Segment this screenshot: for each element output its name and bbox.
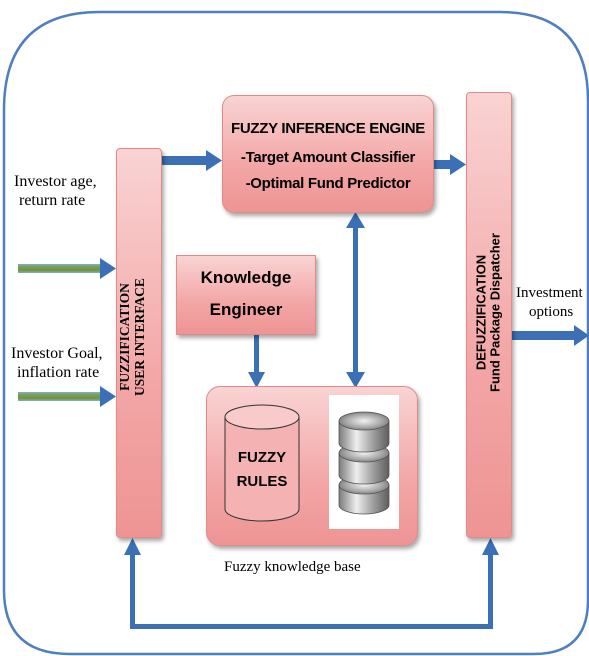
defuzzification-label-1: DEFUZZIFICATION (473, 254, 489, 371)
defuzzification-label-2: Fund Package Dispatcher (487, 233, 503, 392)
arrow-engine-kb-bidirectional (346, 212, 365, 388)
input-label-goal-2: inflation rate (17, 364, 100, 381)
arrow-ui-to-engine (160, 150, 222, 171)
knowledge-base-graphics (224, 395, 399, 529)
engine-item-predictor: -Optimal Fund Predictor (245, 175, 411, 192)
fuzzy-rules-label-2: RULES (236, 473, 288, 490)
knowledge-base-caption: Fuzzy knowledge base (224, 559, 361, 575)
input-arrow-goal (18, 386, 116, 407)
defuzzification-box: DEFUZZIFICATION Fund Package Dispatcher (466, 92, 512, 538)
fuzzy-inference-engine-box: FUZZY INFERENCE ENGINE -Target Amount Cl… (222, 95, 434, 213)
feedback-loop (124, 538, 499, 629)
fuzzification-label-1: FUZZIFICATION (117, 283, 132, 391)
engine-title: FUZZY INFERENCE ENGINE (231, 120, 425, 137)
input-label-age-1: Investor age, (14, 173, 97, 190)
knowledge-engineer-box: Knowledge Engineer (176, 255, 316, 335)
input-arrow-age (18, 258, 116, 279)
outer-frame (2, 10, 589, 656)
fuzzy-rules-cylinder-icon (224, 404, 300, 522)
arrow-output (510, 325, 589, 346)
knowledge-engineer-label-1: Knowledge (200, 268, 292, 287)
engine-item-classifier: -Target Amount Classifier (240, 149, 416, 166)
output-label-1: Investment (516, 285, 583, 301)
output-label-2: options (529, 304, 574, 320)
knowledge-engineer-label-2: Engineer (209, 300, 283, 319)
input-label-goal-1: Investor Goal, (11, 345, 103, 362)
arrow-engine-to-defuzz (432, 154, 466, 175)
fuzzification-user-interface-box: FUZZIFICATION USER INTERFACE (116, 148, 162, 538)
fuzzy-knowledge-base-box: FUZZY RULES (206, 386, 418, 546)
input-label-age-2: return rate (19, 192, 86, 209)
fuzzy-rules-label-1: FUZZY (237, 449, 287, 466)
fuzzification-label-2: USER INTERFACE (132, 278, 147, 396)
arrow-engineer-to-kb (248, 334, 265, 388)
database-icon (338, 411, 390, 515)
